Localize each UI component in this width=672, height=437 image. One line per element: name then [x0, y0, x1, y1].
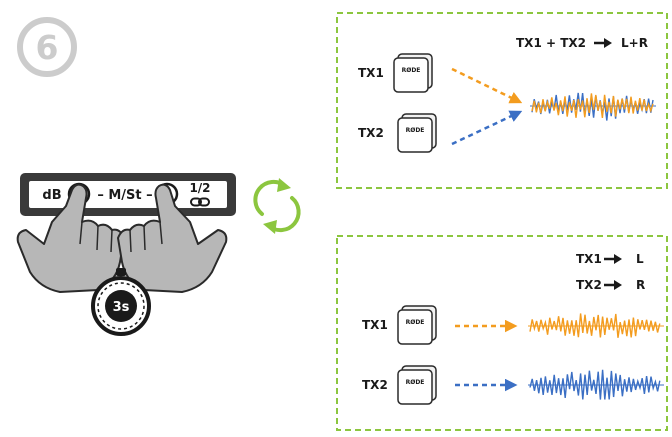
mono-mode-panel: TX1 + TX2 L+R TX1 RØDE TX2 RØDE [336, 12, 668, 189]
svg-text:RØDE: RØDE [402, 67, 421, 74]
stereo-map1-left: TX1 [576, 252, 602, 266]
right-arrow-icon [604, 280, 622, 290]
tx2-transmitter-icon: RØDE [397, 365, 437, 405]
step-number: 6 [36, 28, 59, 67]
mono-tx1-waveform [531, 93, 654, 118]
right-arrow-icon [604, 254, 622, 264]
db-label: dB [42, 188, 61, 203]
stereo-mode-panel: TX1 L TX2 R TX1 RØDE TX2 RØDE [336, 235, 668, 431]
stereo-map2-left: TX2 [576, 278, 602, 292]
pair-label: 1/2 [189, 181, 210, 195]
left-channel-waveform [529, 313, 661, 338]
control-strip: dB – M/St – 1/2 [20, 173, 236, 216]
mono-title-left: TX1 + TX2 [516, 36, 586, 50]
right-hand-icon [117, 183, 228, 293]
stopwatch-icon: 3s [91, 268, 151, 336]
stereo-map1-right: L [636, 252, 644, 266]
right-arrow-icon [594, 38, 612, 48]
timer-label: 3s [113, 300, 130, 315]
step-badge: 6 [17, 17, 77, 77]
mono-title-right: L+R [621, 36, 648, 50]
stereo-map2-right: R [636, 278, 645, 292]
link-icon [190, 197, 210, 207]
tx1-transmitter-icon: RØDE [397, 305, 437, 345]
stereo-tx2-label: TX2 [362, 378, 388, 392]
cycle-arrows-icon [253, 178, 301, 234]
svg-text:RØDE: RØDE [406, 379, 425, 386]
tx1-to-mix-arrow [451, 67, 523, 104]
tx1-transmitter-icon: RØDE [393, 53, 433, 93]
svg-text:RØDE: RØDE [406, 319, 425, 326]
mono-tx2-label: TX2 [358, 126, 384, 140]
mode-label: – M/St – [97, 188, 152, 203]
right-channel-waveform [529, 369, 661, 400]
mono-tx1-label: TX1 [358, 66, 384, 80]
left-hand-icon [16, 183, 125, 293]
tx2-to-mix-arrow [451, 110, 523, 146]
svg-text:RØDE: RØDE [406, 127, 425, 134]
stereo-tx1-label: TX1 [362, 318, 388, 332]
tx2-transmitter-icon: RØDE [397, 113, 437, 153]
